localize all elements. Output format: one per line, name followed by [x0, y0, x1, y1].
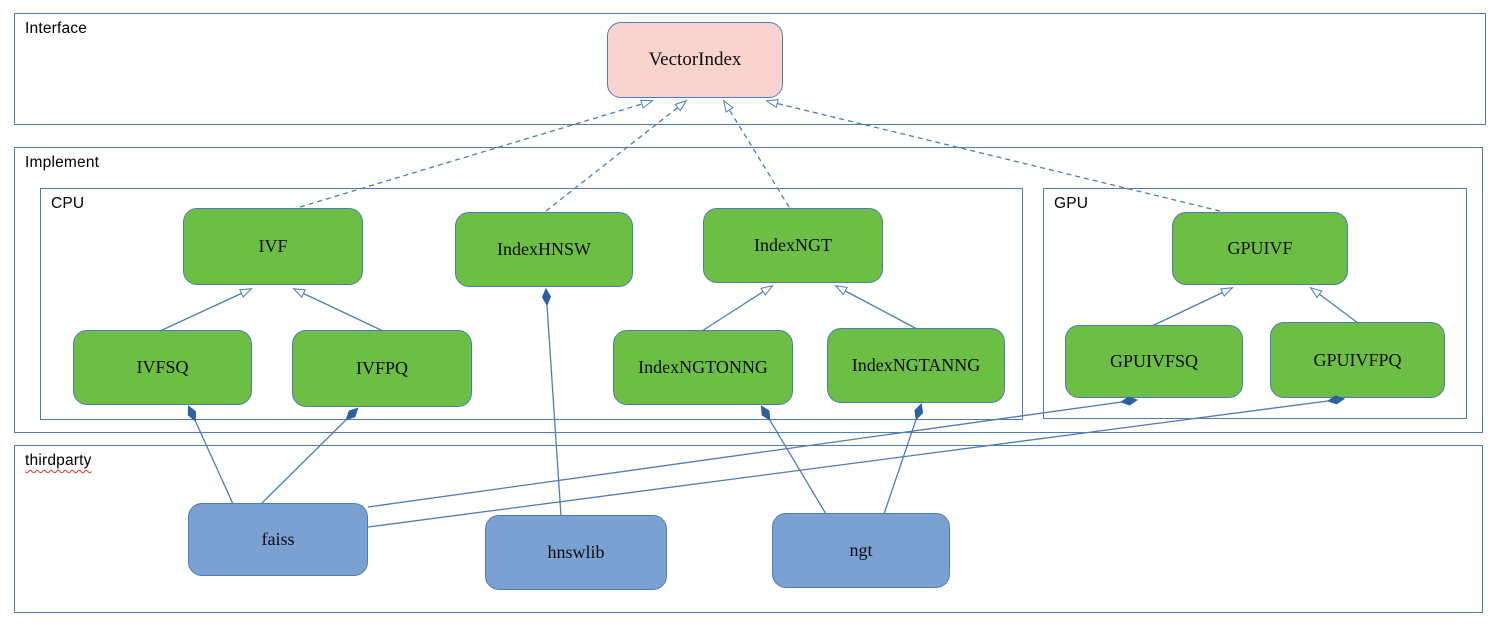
node-gpuivfpq-label: GPUIVFPQ: [1313, 349, 1402, 370]
node-indexngtonng[interactable]: IndexNGTONNG: [613, 330, 793, 405]
node-indexhnsw-label: IndexHNSW: [497, 239, 591, 259]
container-interface-label: Interface: [25, 20, 88, 37]
container-implement-label: Implement: [25, 154, 100, 171]
node-ivfpq[interactable]: IVFPQ: [292, 330, 472, 407]
node-indexngtonng-label: IndexNGTONNG: [638, 357, 768, 377]
node-indexngtanng[interactable]: IndexNGTANNG: [827, 328, 1005, 403]
node-ivf[interactable]: IVF: [183, 208, 363, 285]
node-indexngt[interactable]: IndexNGT: [703, 208, 883, 283]
node-ngt-label: ngt: [849, 540, 873, 560]
node-indexngt-label: IndexNGT: [754, 235, 832, 255]
node-ngt[interactable]: ngt: [772, 513, 950, 588]
node-ivfsq-label: IVFSQ: [136, 357, 189, 377]
node-hnswlib[interactable]: hnswlib: [485, 515, 667, 590]
container-cpu-label: CPU: [51, 195, 85, 212]
node-gpuivf-label: GPUIVF: [1227, 238, 1293, 258]
node-ivfsq[interactable]: IVFSQ: [73, 330, 252, 405]
node-ivfpq-label: IVFPQ: [355, 358, 408, 378]
node-faiss[interactable]: faiss: [188, 503, 368, 576]
node-faiss-label: faiss: [261, 529, 295, 549]
node-hnswlib-label: hnswlib: [547, 542, 605, 562]
node-vectorindex-label: VectorIndex: [648, 49, 742, 70]
node-indexhnsw[interactable]: IndexHNSW: [455, 212, 633, 287]
container-thirdparty-label: thirdparty: [25, 452, 92, 469]
node-vectorindex[interactable]: VectorIndex: [607, 22, 783, 98]
node-gpuivfpq[interactable]: GPUIVFPQ: [1270, 322, 1445, 398]
node-indexngtanng-label: IndexNGTANNG: [851, 355, 981, 375]
node-gpuivfsq-label: GPUIVFSQ: [1109, 351, 1199, 371]
node-ivf-label: IVF: [258, 236, 288, 256]
node-gpuivfsq[interactable]: GPUIVFSQ: [1065, 325, 1243, 398]
container-gpu-label: GPU: [1054, 195, 1089, 212]
node-gpuivf[interactable]: GPUIVF: [1172, 212, 1348, 285]
